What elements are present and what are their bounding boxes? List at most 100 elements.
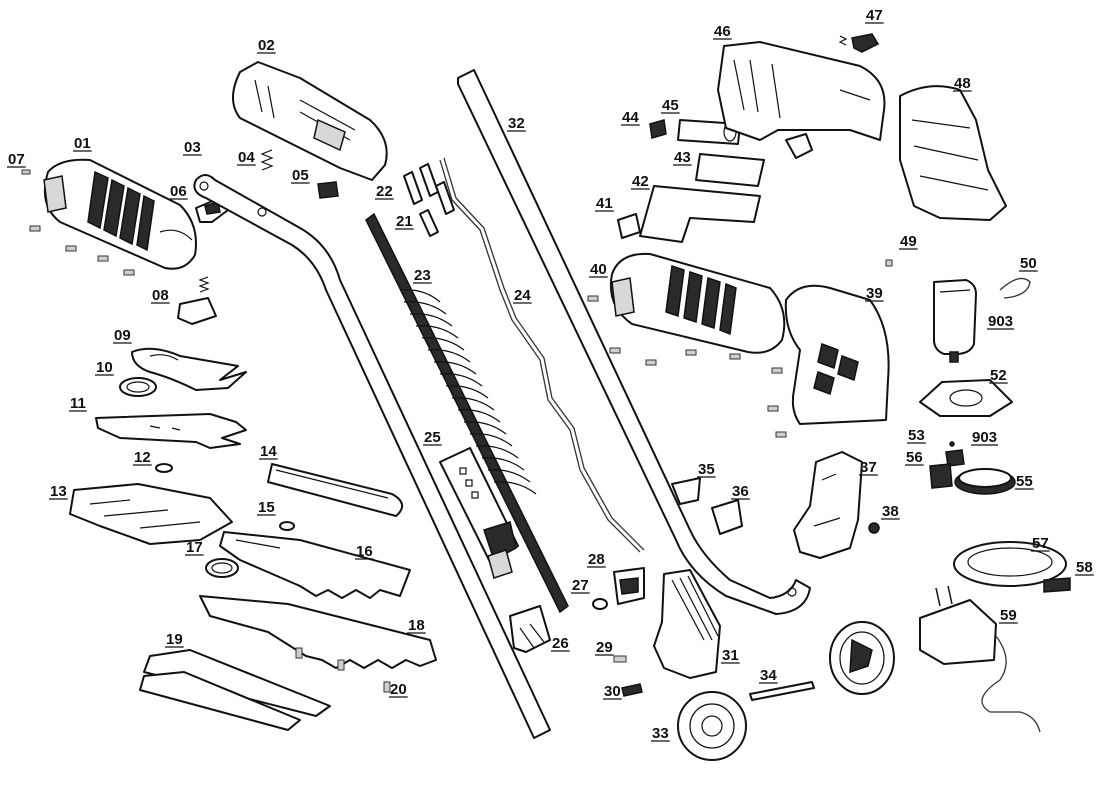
blade-guide-part-13	[69, 483, 233, 545]
part-number-36: 36	[732, 483, 749, 500]
drive-shaft-part-23	[365, 212, 569, 614]
part-number-05: 05	[292, 167, 309, 184]
part-label-48: 48	[953, 75, 972, 92]
part-label-21: 21	[395, 213, 414, 230]
part-number-10: 10	[96, 359, 113, 376]
part-label-10: 10	[95, 359, 114, 376]
part-number-15: 15	[258, 499, 275, 516]
part-number-18: 18	[408, 617, 425, 634]
part-number-33: 33	[652, 725, 669, 742]
part-number-24: 24	[514, 287, 531, 304]
part-number-903: 903	[988, 313, 1013, 330]
part-label-40: 40	[589, 261, 608, 278]
part-label-31: 31	[721, 647, 740, 664]
part-label-29: 29	[595, 639, 614, 656]
part-label-02: 02	[257, 37, 276, 54]
blade-cover-part-14	[267, 463, 403, 517]
part-label-36: 36	[731, 483, 750, 500]
part-label-44: 44	[621, 109, 640, 126]
part-label-20: 20	[389, 681, 408, 698]
part-number-09: 09	[114, 327, 131, 344]
part-number-32: 32	[508, 115, 525, 132]
part-label-06: 06	[169, 183, 188, 200]
label-part-43	[695, 153, 765, 187]
part-number-17: 17	[186, 539, 203, 556]
wheel-rim	[829, 621, 895, 695]
screws-left-housing	[21, 169, 135, 276]
blade-part-16	[219, 531, 411, 599]
pins-part-21-22	[403, 163, 455, 237]
part-number-39: 39	[866, 285, 883, 302]
label-part-58	[1043, 577, 1071, 593]
part-number-56: 56	[906, 449, 923, 466]
part-number-28: 28	[588, 551, 605, 568]
part-label-03: 03	[183, 139, 202, 156]
part-label-58: 58	[1075, 559, 1094, 576]
washer-part-15	[279, 521, 295, 531]
part-label-34: 34	[759, 667, 778, 684]
clip-part-27	[592, 598, 608, 610]
part-label-27: 27	[571, 577, 590, 594]
part-label-59: 59	[999, 607, 1018, 624]
handle-housing-part-01	[43, 158, 197, 270]
nut-part-38	[868, 522, 880, 534]
part-label-55: 55	[1015, 473, 1034, 490]
part-number-903: 903	[972, 429, 997, 446]
part-number-58: 58	[1076, 559, 1093, 576]
part-number-57: 57	[1032, 535, 1049, 552]
spring-part-08	[177, 276, 217, 325]
clamp-part-28	[613, 567, 645, 605]
part-label-37: 37	[859, 459, 878, 476]
part-label-56: 56	[905, 449, 924, 466]
part-number-59: 59	[1000, 607, 1017, 624]
wheel-part-33	[677, 691, 747, 761]
part-label-57: 57	[1031, 535, 1050, 552]
part-number-29: 29	[596, 639, 613, 656]
part-number-04: 04	[238, 149, 255, 166]
part-label-45: 45	[661, 97, 680, 114]
part-number-30: 30	[604, 683, 621, 700]
part-label-22: 22	[375, 183, 394, 200]
part-number-01: 01	[74, 135, 91, 152]
handle-shell-part-02	[232, 61, 388, 181]
part-label-15: 15	[257, 499, 276, 516]
circuit-board-part-42	[639, 185, 761, 243]
part-label-50: 50	[1019, 255, 1038, 272]
cable-part-24	[439, 157, 645, 553]
part-number-06: 06	[170, 183, 187, 200]
guard-part-37	[793, 451, 863, 559]
part-number-55: 55	[1016, 473, 1033, 490]
axle-part-34	[749, 681, 815, 701]
part-label-13: 13	[49, 483, 68, 500]
part-number-20: 20	[390, 681, 407, 698]
part-number-46: 46	[714, 23, 731, 40]
clip-part-36	[711, 499, 743, 535]
part-number-26: 26	[552, 635, 569, 652]
part-label-12: 12	[133, 449, 152, 466]
part-number-45: 45	[662, 97, 679, 114]
spring-part-04	[260, 149, 274, 171]
motor-housing-part-40	[610, 252, 786, 354]
gear-part-903-bottom	[945, 449, 965, 467]
part-number-44: 44	[622, 109, 639, 126]
part-label-16: 16	[355, 543, 374, 560]
part-number-31: 31	[722, 647, 739, 664]
part-number-03: 03	[184, 139, 201, 156]
part-number-53: 53	[908, 427, 925, 444]
part-label-18: 18	[407, 617, 426, 634]
part-label-47: 47	[865, 7, 884, 24]
part-number-52: 52	[990, 367, 1007, 384]
ring-part-17	[205, 558, 239, 578]
part-label-46: 46	[713, 23, 732, 40]
part-number-25: 25	[424, 429, 441, 446]
part-label-26: 26	[551, 635, 570, 652]
part-labels: 0102030405060708091011121314151617181920…	[7, 7, 1094, 742]
part-number-42: 42	[632, 173, 649, 190]
screw-part-30	[621, 683, 643, 697]
ring-part-10	[119, 377, 157, 397]
part-number-21: 21	[396, 213, 413, 230]
part-number-08: 08	[152, 287, 169, 304]
blade-cover-part-09	[131, 347, 247, 391]
cover-part-48	[899, 85, 1007, 221]
